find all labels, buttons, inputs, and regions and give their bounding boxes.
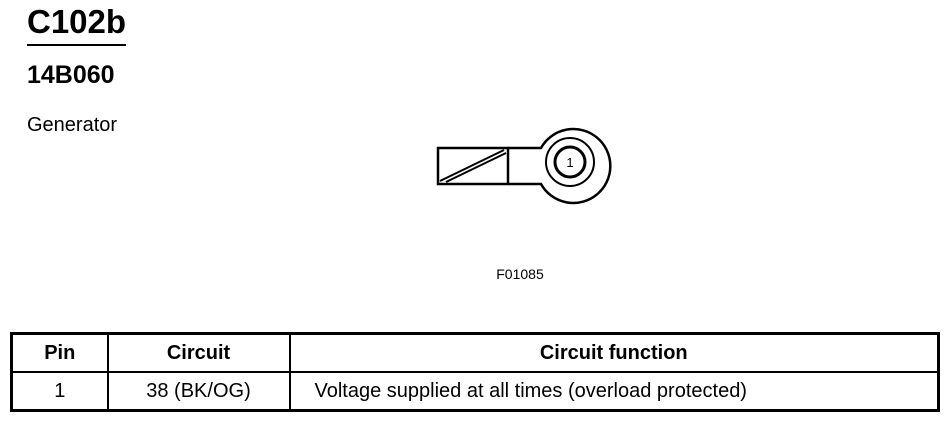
header-circuit: Circuit bbox=[106, 332, 291, 373]
header-pin: Pin bbox=[10, 332, 109, 373]
ring-eyelet-hole bbox=[553, 145, 587, 179]
component-name: Generator bbox=[27, 114, 118, 136]
connector-id: C102b bbox=[27, 2, 127, 46]
table-row: 1 38 (BK/OG) Voltage supplied at all tim… bbox=[10, 371, 940, 412]
header-circuit-function: Circuit function bbox=[288, 332, 940, 373]
terminal-hatch-line bbox=[445, 152, 507, 183]
pin-cell: 1 bbox=[10, 371, 109, 412]
ring-eyelet-outline bbox=[508, 127, 612, 205]
circuit-function-cell: Voltage supplied at all times (overload … bbox=[288, 371, 940, 412]
connector-face-drawing: 1 bbox=[436, 127, 612, 205]
pin-number-label: 1 bbox=[566, 155, 573, 170]
figure-id: F01085 bbox=[496, 266, 544, 282]
pin-table: Pin Circuit Circuit function 1 38 (BK/OG… bbox=[10, 332, 940, 412]
table-header-row: Pin Circuit Circuit function bbox=[10, 332, 940, 373]
circuit-cell: 38 (BK/OG) bbox=[106, 371, 291, 412]
part-number: 14B060 bbox=[27, 61, 115, 89]
terminal-hatch-line bbox=[439, 149, 505, 182]
